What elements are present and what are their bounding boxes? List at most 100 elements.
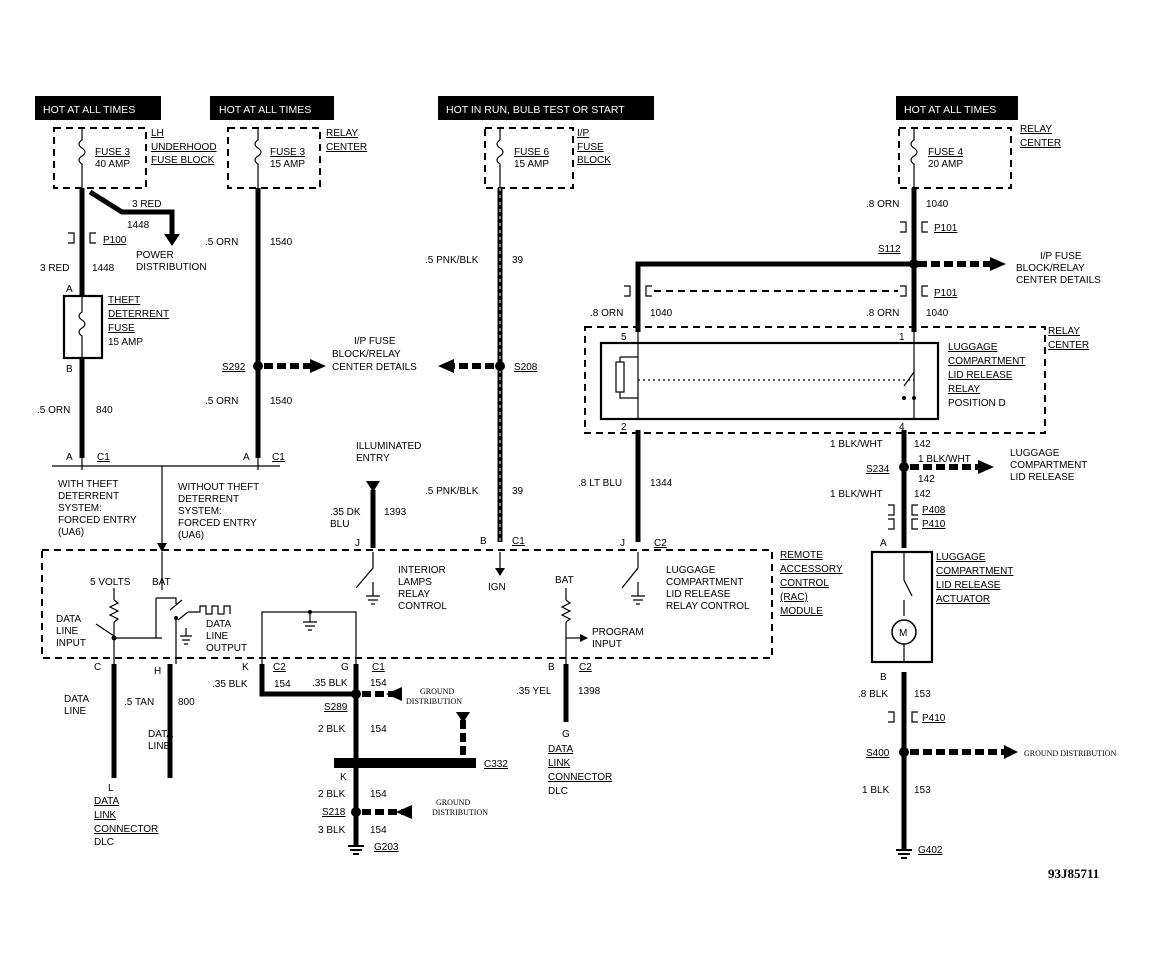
svg-text:S400: S400 <box>866 748 890 759</box>
svg-text:RELAY: RELAY <box>948 384 980 395</box>
svg-text:INPUT: INPUT <box>592 639 622 650</box>
svg-text:142: 142 <box>914 439 931 450</box>
svg-text:.8 ORN: .8 ORN <box>866 308 899 319</box>
svg-text:DISTRIBUTION: DISTRIBUTION <box>432 808 488 817</box>
svg-text:3 RED: 3 RED <box>40 263 69 274</box>
svg-text:P101: P101 <box>934 223 958 234</box>
svg-text:K: K <box>340 772 347 783</box>
svg-text:BLU: BLU <box>330 519 349 530</box>
svg-text:CENTER: CENTER <box>1020 138 1061 149</box>
svg-text:P408: P408 <box>922 505 946 516</box>
svg-text:154: 154 <box>370 789 387 800</box>
svg-text:LID RELEASE: LID RELEASE <box>948 370 1013 381</box>
svg-text:H: H <box>154 666 161 677</box>
svg-text:INPUT: INPUT <box>56 638 86 649</box>
svg-text:142: 142 <box>918 474 935 485</box>
svg-text:C1: C1 <box>372 662 385 673</box>
svg-text:INTERIOR: INTERIOR <box>398 565 446 576</box>
svg-text:G203: G203 <box>374 842 399 853</box>
data-line-circuits: C H DATA LINE .5 TAN 800 DATA LINE L DAT… <box>64 662 195 848</box>
svg-text:CONNECTOR: CONNECTOR <box>94 824 158 835</box>
svg-text:COMPARTMENT: COMPARTMENT <box>1010 460 1087 471</box>
svg-text:BAT: BAT <box>152 577 171 588</box>
circuit-1540: .5 ORN 1540 S292 .5 ORN 1540 A C1 <box>205 188 326 463</box>
svg-text:153: 153 <box>914 785 931 796</box>
svg-text:1 BLK/WHT: 1 BLK/WHT <box>830 439 883 450</box>
svg-text:1040: 1040 <box>926 308 949 319</box>
svg-text:1448: 1448 <box>127 220 150 231</box>
svg-text:15 AMP: 15 AMP <box>108 337 143 348</box>
svg-text:1: 1 <box>899 332 905 343</box>
svg-text:LINK: LINK <box>548 758 571 769</box>
svg-text:P100: P100 <box>103 235 127 246</box>
circuit-1040: .8 ORN 1040 P101 S112 I/P FUSE BLOCK/REL… <box>590 188 1101 332</box>
svg-text:P101: P101 <box>934 288 958 299</box>
power-source-4: HOT AT ALL TIMES <box>896 96 1018 120</box>
svg-text:1540: 1540 <box>270 237 293 248</box>
svg-text:POWER: POWER <box>136 250 174 261</box>
svg-text:.35 YEL: .35 YEL <box>516 686 552 697</box>
svg-text:LID RELEASE: LID RELEASE <box>1010 472 1075 483</box>
svg-text:C1: C1 <box>512 536 525 547</box>
svg-text:I/P FUSE: I/P FUSE <box>354 336 396 347</box>
svg-text:LH: LH <box>151 128 164 139</box>
fuse-4-20amp: FUSE 4 20 AMP RELAY CENTER <box>898 124 1061 189</box>
svg-text:LINE: LINE <box>64 706 87 717</box>
svg-text:S234: S234 <box>866 464 890 475</box>
svg-text:RELAY: RELAY <box>1048 326 1080 337</box>
svg-text:HOT IN RUN, BULB TEST OR START: HOT IN RUN, BULB TEST OR START <box>446 104 625 116</box>
svg-text:LUGGAGE: LUGGAGE <box>936 552 986 563</box>
svg-text:LINK: LINK <box>94 810 117 821</box>
svg-text:M: M <box>899 628 907 639</box>
svg-text:2 BLK: 2 BLK <box>318 724 346 735</box>
svg-text:A: A <box>880 538 887 549</box>
svg-text:B: B <box>548 662 555 673</box>
svg-text:.35 BLK: .35 BLK <box>212 679 248 690</box>
svg-text:.5 PNK/BLK: .5 PNK/BLK <box>425 486 479 497</box>
svg-text:POSITION D: POSITION D <box>948 398 1006 409</box>
svg-text:G402: G402 <box>918 845 943 856</box>
ip-fuse-center-details-left: I/P FUSE BLOCK/RELAY CENTER DETAILS <box>332 336 417 373</box>
svg-text:REMOTE: REMOTE <box>780 550 823 561</box>
svg-text:2: 2 <box>621 422 627 433</box>
svg-text:CENTER: CENTER <box>1048 340 1089 351</box>
illuminated-entry: ILLUMINATED ENTRY .35 DK BLU 1393 J <box>330 441 421 549</box>
circuit-142: 1 BLK/WHT 142 S234 1 BLK/WHT 142 LUGGAGE… <box>830 430 1087 548</box>
svg-text:CENTER DETAILS: CENTER DETAILS <box>1016 275 1101 286</box>
svg-text:BLOCK/RELAY: BLOCK/RELAY <box>332 349 401 360</box>
svg-text:S292: S292 <box>222 362 246 373</box>
lid-release-actuator: A M LUGGAGE COMPARTMENT LID RELEASE ACTU… <box>858 538 1116 859</box>
fuse-3-40amp: FUSE 3 40 AMP LH UNDERHOOD FUSE BLOCK <box>53 127 217 189</box>
svg-text:.5 ORN: .5 ORN <box>37 405 70 416</box>
svg-text:ACCESSORY: ACCESSORY <box>780 564 843 575</box>
svg-text:.5 ORN: .5 ORN <box>205 396 238 407</box>
svg-text:C: C <box>94 662 101 673</box>
svg-text:DLC: DLC <box>548 786 568 797</box>
option-branch: WITH THEFT DETERRENT SYSTEM: FORCED ENTR… <box>52 458 280 552</box>
svg-text:154: 154 <box>370 724 387 735</box>
svg-text:154: 154 <box>370 678 387 689</box>
svg-text:OUTPUT: OUTPUT <box>206 643 247 654</box>
svg-text:3 BLK: 3 BLK <box>318 825 346 836</box>
svg-text:CONTROL: CONTROL <box>398 601 447 612</box>
svg-text:FUSE: FUSE <box>108 323 135 334</box>
svg-text:39: 39 <box>512 486 524 497</box>
svg-text:UNDERHOOD: UNDERHOOD <box>151 142 217 153</box>
svg-text:DATA: DATA <box>548 744 574 755</box>
svg-text:153: 153 <box>914 689 931 700</box>
svg-text:800: 800 <box>178 697 195 708</box>
svg-text:ACTUATOR: ACTUATOR <box>936 594 990 605</box>
svg-text:FUSE 4: FUSE 4 <box>928 147 963 158</box>
svg-text:1344: 1344 <box>650 478 673 489</box>
svg-text:40 AMP: 40 AMP <box>95 159 130 170</box>
svg-text:.8 ORN: .8 ORN <box>866 199 899 210</box>
theft-deterrent-fuse: A THEFT DETERRENT FUSE 15 AMP B .5 ORN 8… <box>37 284 169 463</box>
svg-text:PROGRAM: PROGRAM <box>592 627 644 638</box>
svg-text:LUGGAGE: LUGGAGE <box>666 565 716 576</box>
svg-text:DISTRIBUTION: DISTRIBUTION <box>406 697 462 706</box>
svg-text:LAMPS: LAMPS <box>398 577 432 588</box>
svg-text:LINE: LINE <box>148 741 171 752</box>
svg-text:1393: 1393 <box>384 507 407 518</box>
circuit-39: .5 PNK/BLK 39 S208 .5 PNK/BLK 39 B C1 <box>425 188 538 547</box>
svg-text:G: G <box>562 729 570 740</box>
